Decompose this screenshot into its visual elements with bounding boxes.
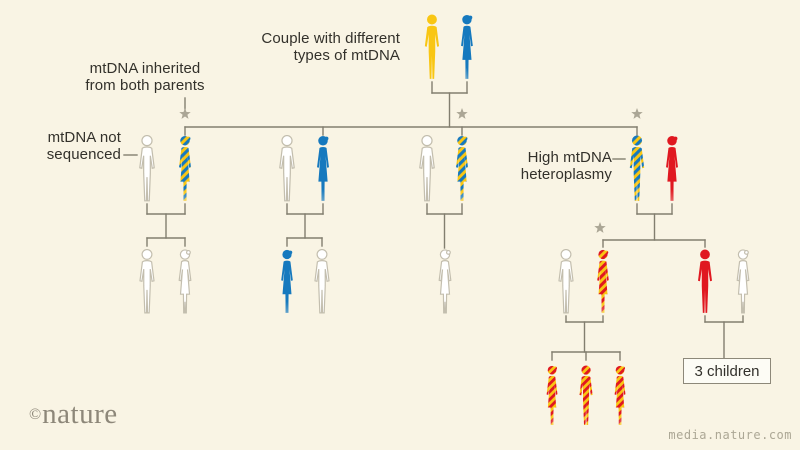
label-line: mtDNA not [47, 129, 121, 146]
label-line: types of mtDNA [293, 46, 400, 64]
person-g3-c4-husband-male-icon [558, 249, 574, 314]
person-g2-c3-wife-biparental-mtdna-female-icon [456, 135, 468, 201]
person-g3-c1-daughter-female-icon [178, 249, 192, 314]
person-g3-c4-sons-wife-female-icon [736, 249, 750, 314]
label-line: sequenced [46, 145, 121, 163]
watermark-text: media.nature.com [668, 428, 792, 442]
label-line: mtDNA inherited [89, 60, 201, 77]
person-g4-child3-female-icon [614, 365, 626, 426]
person-g3-c4-daughter-biparental-mtdna-female-icon [597, 249, 609, 313]
three-children-box: 3 children [683, 358, 771, 384]
label-line: from both parents [85, 76, 205, 94]
connector-lines [123, 81, 744, 361]
label-mtdna-not-sequenced: mtDNA not sequenced [46, 129, 121, 164]
label-line: High mtDNA [527, 149, 612, 166]
person-g3-c4-son-male-icon [698, 249, 712, 313]
label-high-heteroplasmy: High mtDNA heteroplasmy [520, 149, 612, 184]
three-children-label: 3 children [694, 362, 760, 380]
label-line: Couple with different [261, 30, 400, 47]
person-g2-c4-wife-female-icon [666, 135, 678, 201]
person-g2-c2-husband-male-icon [279, 135, 295, 202]
star-markers [179, 108, 643, 233]
person-g3-c2-daughter-female-icon [281, 249, 293, 313]
star-icon [179, 108, 191, 119]
person-g2-c3-husband-male-icon [419, 135, 435, 202]
star-icon [594, 222, 606, 233]
nature-logo: ©nature [29, 398, 118, 431]
person-g2-c4-husband-heteroplasmy-male-icon [629, 135, 645, 201]
person-g4-child1-female-icon [546, 365, 558, 426]
star-icon [456, 108, 468, 119]
nature-logo-text: nature [42, 398, 118, 430]
person-g4-child2-male-icon [579, 365, 593, 426]
star-icon [631, 108, 643, 119]
label-line: heteroplasmy [520, 165, 612, 183]
copyright-icon: © [29, 406, 42, 423]
person-g2-c1-husband-not-sequenced-male-icon [139, 135, 155, 202]
person-g2-c2-wife-female-icon [317, 135, 329, 201]
label-mtdna-inherited: mtDNA inherited from both parents [78, 60, 212, 95]
person-g3-c2-son-male-icon [314, 249, 330, 314]
person-g3-c3-daughter-female-icon [438, 249, 452, 314]
label-couple-mtdna: Couple with different types of mtDNA [261, 30, 400, 65]
person-g1-mother-female-icon [461, 14, 473, 79]
person-g3-c1-son-male-icon [139, 249, 155, 314]
person-g1-father-male-icon [424, 14, 440, 79]
person-g2-c1-wife-biparental-mtdna-female-icon [179, 135, 191, 201]
